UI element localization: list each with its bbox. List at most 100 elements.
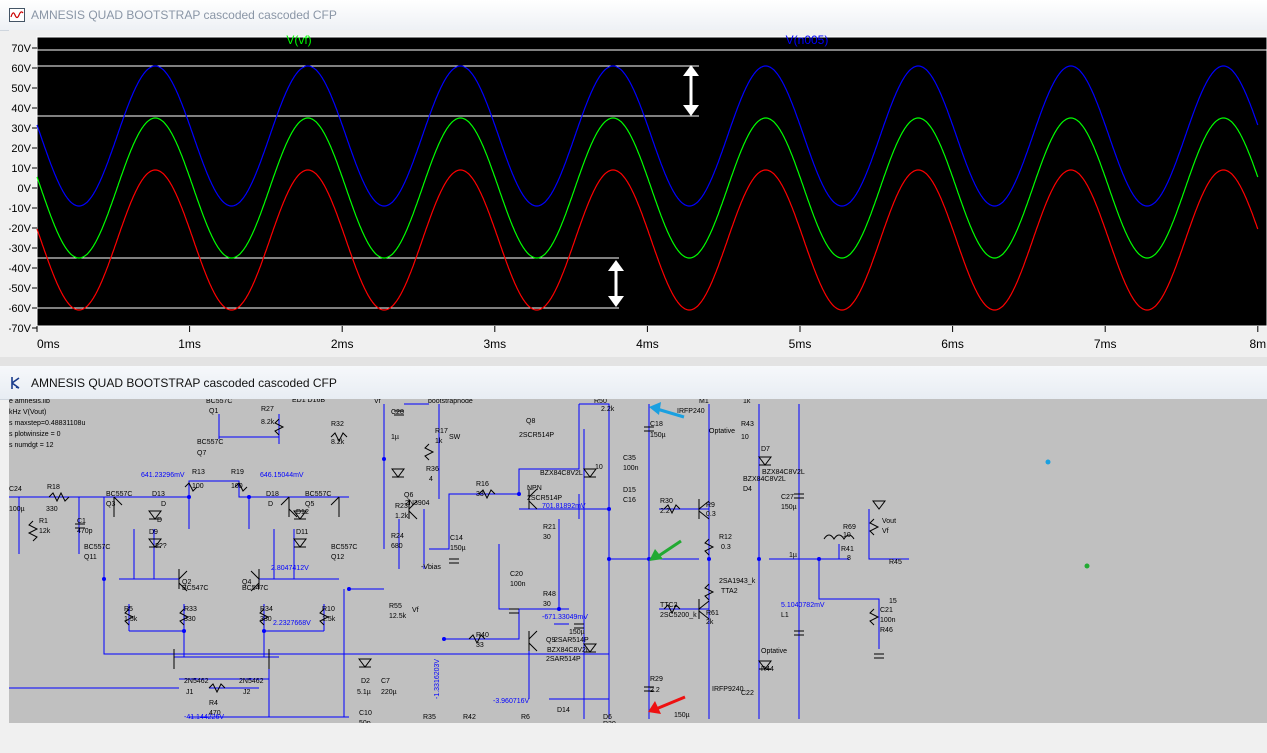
component-label: 5.1040782mV [781, 602, 825, 609]
trace-label-vf[interactable]: V(vf) [286, 33, 311, 47]
annotation-arrows-colored [648, 402, 1090, 714]
y-tick-label: 30V [11, 123, 31, 135]
component-label: D [161, 501, 166, 508]
component-label: Q9 [546, 637, 555, 644]
component-label: D2 [361, 678, 370, 685]
component-label: BZX84C8V2L [762, 469, 805, 476]
x-tick-label: 5ms [789, 337, 812, 351]
component-label: Q6 [404, 492, 413, 499]
component-label: C35 [623, 455, 636, 462]
component-label: R23 [395, 503, 408, 510]
y-tick-label: -20V [9, 223, 32, 235]
component-label: 1µ [789, 552, 797, 559]
component-label: R69 [843, 524, 856, 531]
y-tick-label: 10V [11, 163, 31, 175]
component-label: BC557C [206, 399, 232, 405]
component-label: 100n [880, 617, 896, 624]
component-label: 150µ [650, 432, 666, 439]
component-label: TTA2 [721, 588, 738, 595]
y-tick-label: 40V [11, 103, 31, 115]
component-label: R19 [231, 469, 244, 476]
component-label: 330 [260, 616, 272, 623]
component-label: BC557C [106, 491, 132, 498]
component-label: R24 [391, 533, 404, 540]
trace-label-vn005[interactable]: V(n005) [786, 33, 829, 47]
component-label: D [157, 517, 162, 524]
component-label: -3.960716V [493, 698, 530, 705]
component-label: R61 [706, 610, 719, 617]
component-label: 1.5k [322, 616, 336, 623]
y-tick-label: 50V [11, 83, 31, 95]
component-label: 4 [429, 476, 433, 483]
component-label: 0.3 [706, 511, 716, 518]
schematic-window-titlebar[interactable]: AMNESIS QUAD BOOTSTRAP cascoded cascoded… [0, 366, 1267, 400]
component-label: 2.2 [650, 687, 660, 694]
component-label: 1k [743, 399, 751, 405]
component-label: R6 [521, 714, 530, 721]
marker-dot [1045, 459, 1051, 465]
component-label: C7 [381, 678, 390, 685]
component-label: R16 [476, 481, 489, 488]
annotation-arrows [608, 65, 699, 307]
x-tick-label: 6ms [941, 337, 964, 351]
component-label: C14 [450, 535, 463, 542]
component-label: 2.8047412V [271, 565, 309, 572]
y-axis: 70V60V50V40V30V20V10V0V-10V-20V-30V-40V-… [8, 43, 37, 335]
component-label: D11 [296, 529, 308, 536]
component-label: Vf [412, 607, 419, 614]
component-label: R43 [741, 421, 754, 428]
component-label: 12.5k [389, 613, 407, 620]
component-label: -41.144226V [184, 714, 224, 721]
component-label: Q3 [106, 501, 115, 508]
component-label: 2SA1943_k [719, 578, 756, 585]
component-label: BC557C [197, 439, 223, 446]
waveform-chart[interactable]: V(vf) V(n005) 70V60V50V40V30V20V10V0V-10… [8, 30, 1267, 356]
trace-line[interactable] [36, 169, 1259, 311]
component-label: L1 [781, 612, 789, 619]
component-label: Q2 [182, 579, 191, 586]
component-label: R55 [389, 603, 402, 610]
component-label: R40 [476, 632, 489, 639]
component-label: R35 [423, 714, 436, 721]
waveform-icon [8, 7, 26, 23]
component-label: Vout [882, 518, 896, 525]
window-separator [0, 357, 1267, 366]
component-label: D [268, 501, 273, 508]
component-label: ??? [155, 543, 167, 550]
component-label: D9 [149, 529, 158, 536]
component-label: ED1 D16B [292, 399, 325, 404]
component-label: R44 [761, 666, 774, 673]
component-label: D13 [152, 491, 165, 498]
component-label: 15 [889, 598, 897, 605]
component-label: R41 [841, 546, 854, 553]
plot-window-titlebar[interactable]: AMNESIS QUAD BOOTSTRAP cascoded cascoded… [0, 0, 1267, 31]
component-label: R34 [260, 606, 273, 613]
component-label: 1.2k [395, 513, 409, 520]
y-tick-label: -70V [9, 323, 32, 335]
component-label: BZX84C8V2L [743, 476, 786, 483]
component-label: 2N5462 [184, 678, 209, 685]
component-label: 150µ [569, 629, 585, 636]
spice-directive: s plotwinsize = 0 [9, 431, 61, 438]
component-label: D4 [743, 486, 752, 493]
component-label: 2SAR514P [546, 656, 581, 663]
plot-area[interactable] [36, 36, 1267, 327]
component-label: 8 [847, 555, 851, 562]
component-label: D18 [266, 491, 279, 498]
component-label: 100n [510, 581, 526, 588]
trace-line[interactable] [36, 117, 1259, 259]
x-tick-label: 4ms [636, 337, 659, 351]
component-label: 8.2k [331, 439, 345, 446]
component-label: D14 [557, 707, 570, 714]
component-label: J1 [186, 689, 194, 696]
double-arrow-icon [683, 65, 699, 116]
y-tick-label: 0V [18, 183, 32, 195]
component-label: D12 [296, 509, 309, 516]
component-label: C20 [510, 571, 523, 578]
y-tick-label: 70V [11, 43, 31, 55]
trace-line[interactable] [36, 65, 1259, 207]
